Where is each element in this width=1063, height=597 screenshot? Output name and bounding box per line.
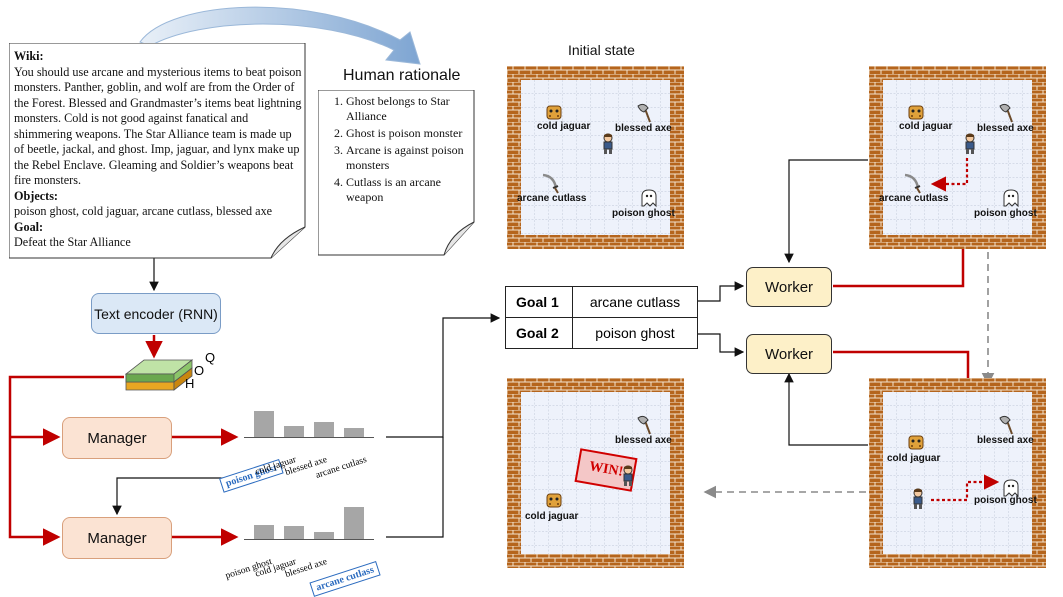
goal-row: Goal 1 arcane cutlass <box>505 286 698 318</box>
rationale-title: Human rationale <box>343 67 461 84</box>
hidden-tensor-icon <box>124 359 194 391</box>
wiki-to-rationale-arrow <box>139 6 421 65</box>
tensor-axis-q: Q <box>205 350 216 365</box>
objects-text: poison ghost, cold jaguar, arcane cutlas… <box>14 204 273 218</box>
jaguar-icon <box>906 102 926 127</box>
goal-heading: Goal: <box>14 219 44 234</box>
grid-background <box>869 66 1046 249</box>
grid-step-1: cold jaguar blessed axe arcane cutlass pois… <box>869 66 1046 249</box>
cutlass-icon <box>902 172 922 199</box>
goal-value: arcane cutlass <box>572 286 698 318</box>
ghost-icon <box>639 188 659 213</box>
chart-baseline <box>244 437 374 438</box>
initial-state-title: Initial state <box>568 42 635 58</box>
tensor-axis-o: O <box>194 363 205 378</box>
axe-icon <box>997 102 1017 129</box>
goal-row: Goal 2 poison ghost <box>505 317 698 349</box>
text-encoder-node: Text encoder (RNN) <box>91 293 221 334</box>
rationale-item: Arcane is against poison monsters <box>346 143 468 173</box>
goal-value: poison ghost <box>572 317 698 349</box>
rationale-item: Ghost belongs to Star Alliance <box>346 94 468 124</box>
worker-node-1: Worker <box>746 267 832 307</box>
grid-object-label: blessed axe <box>977 435 1034 446</box>
chart-bar <box>344 428 364 437</box>
grid-object-label: blessed axe <box>615 435 672 446</box>
grid-background <box>869 378 1046 568</box>
goal-table: Goal 1 arcane cutlass Goal 2 poison ghos… <box>505 286 698 349</box>
jaguar-icon <box>544 490 564 515</box>
goal-name: Goal 1 <box>505 286 573 318</box>
chart-bar <box>284 426 304 437</box>
rationale-document: Ghost belongs to Star Alliance Ghost is … <box>318 90 475 256</box>
grid-object-label: blessed axe <box>615 123 672 134</box>
chart-bar <box>314 532 334 539</box>
tensor-axis-h: H <box>185 376 195 391</box>
goal-text: Defeat the Star Alliance <box>14 235 131 249</box>
rationale-document-shape <box>318 90 475 256</box>
wiki-document-shape <box>9 43 306 259</box>
grid-object-label: poison ghost <box>612 208 675 219</box>
chart-bar <box>284 526 304 539</box>
rationale-item: Cutlass is an arcane weapon <box>346 175 468 205</box>
wiki-document: Wiki: You should use arcane and mysterio… <box>9 43 306 259</box>
grid-object-label: arcane cutlass <box>879 193 949 204</box>
chart-bar <box>254 411 274 437</box>
rationale-list: Ghost belongs to Star Alliance Ghost is … <box>318 94 468 205</box>
chart-baseline <box>244 539 374 540</box>
rationale-item: Ghost is poison monster <box>346 126 468 141</box>
manager-node-1: Manager <box>62 417 172 459</box>
ghost-icon <box>1001 478 1021 503</box>
goal-name: Goal 2 <box>505 317 573 349</box>
agent-icon <box>961 133 979 160</box>
ghost-icon <box>1001 188 1021 213</box>
grid-object-label: blessed axe <box>977 123 1034 134</box>
cutlass-icon <box>540 172 560 199</box>
worker-node-2: Worker <box>746 334 832 374</box>
jaguar-icon <box>544 102 564 127</box>
axe-icon <box>997 414 1017 441</box>
grid-background <box>507 66 684 249</box>
grid-object-label: cold jaguar <box>899 121 953 132</box>
chart-bar <box>344 507 364 539</box>
axe-icon <box>635 414 655 441</box>
grid-object-label: cold jaguar <box>887 453 941 464</box>
grid-object-label: cold jaguar <box>525 511 579 522</box>
grid-step-2: blessed axe cold jaguar poison ghost <box>869 378 1046 568</box>
grid-object-label: cold jaguar <box>537 121 591 132</box>
grid-object-label: poison ghost <box>974 495 1037 506</box>
agent-icon <box>599 133 617 160</box>
grid-object-label: arcane cutlass <box>517 193 587 204</box>
agent-icon <box>619 465 637 492</box>
wiki-heading: Wiki: <box>14 49 44 63</box>
axe-icon <box>635 102 655 129</box>
chart-bar <box>314 422 334 437</box>
grid-object-label: poison ghost <box>974 208 1037 219</box>
grid-initial-state: cold jaguar blessed axe arcane cutlass pois… <box>507 66 684 249</box>
agent-icon <box>909 488 927 515</box>
manager-node-2: Manager <box>62 517 172 559</box>
objects-heading: Objects: <box>14 188 58 203</box>
wiki-text: You should use arcane and mysterious ite… <box>14 64 302 188</box>
chart-bar <box>254 525 274 539</box>
jaguar-icon <box>906 432 926 457</box>
